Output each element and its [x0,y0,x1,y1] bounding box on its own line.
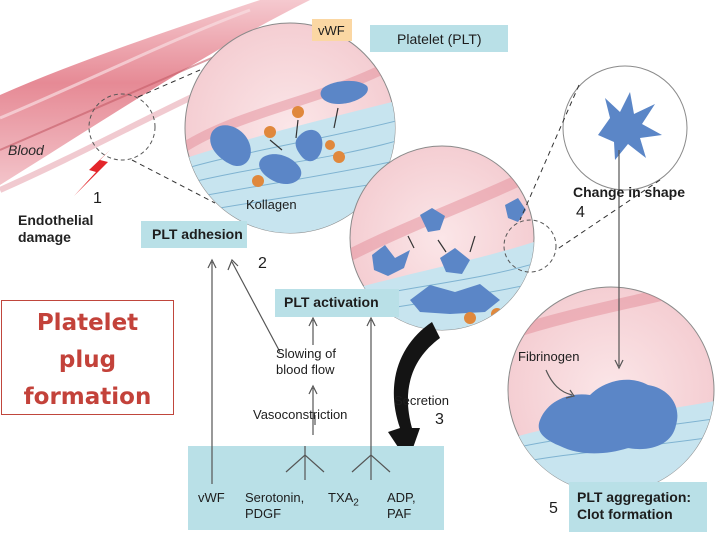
granule-icon [333,151,345,163]
fibrinogen-label: Fibrinogen [518,349,580,364]
endothelial-label: Endothelial damage [18,212,94,245]
damage-bolt-icon [74,138,122,196]
vwf-tag [312,19,352,41]
platelet-cell-icon [505,198,526,222]
title-box: Platelet plug formation [1,300,174,415]
plt-adhesion-label: PLT adhesion [152,226,243,242]
platelet-cell-icon [320,80,368,104]
granule-icon [464,312,476,324]
shape-change-circle [562,65,688,191]
platelet-cell-icon [598,92,662,160]
granule-icon [491,308,503,320]
plt-adhesion-tag [141,221,247,248]
platelet-cell-icon [420,208,445,232]
mediators-panel [188,446,444,530]
slowing-label: Slowing of blood flow [276,346,336,377]
platelet-cell-icon [295,129,323,162]
granule-icon [252,175,264,187]
step-2-label: 2 [258,255,267,272]
blood-label: Blood [8,142,44,158]
step-4-label: 4 [576,204,585,221]
zoom-dash-line [519,84,580,221]
zoom-dash-line [137,69,201,98]
granule-icon [513,295,523,305]
plt-activation-label: PLT activation [284,294,379,310]
serotonin-label: Serotonin, PDGF [245,490,305,521]
txa2-sub: 2 [353,497,359,509]
step-1-label: 1 [93,190,102,207]
plt-aggregation-tag [569,482,707,532]
plt-aggregation-label: PLT aggregation: Clot formation [577,489,692,522]
platelet-cell-icon [538,379,678,454]
secretion-label: Secretion [394,393,449,408]
vasoconstriction-label: Vasoconstriction [253,407,348,422]
vwf-bottom-label: vWF [198,490,225,505]
platelet-tag [370,25,508,52]
damage-zoom-circle [88,93,156,161]
platelet-cell-icon [440,248,470,274]
zoom-dash-line [555,179,661,251]
step-5-label: 5 [549,500,558,517]
shape-zoom-circle [503,219,557,273]
vwf-top-label: vWF [318,23,345,38]
granule-icon [325,140,335,150]
secretion-arrow-icon [388,322,440,462]
platelet-cell-icon [372,245,410,276]
granule-icon [264,126,276,138]
granule-icon [292,106,304,118]
txa2-base: TXA [328,490,354,505]
adp-label: ADP, PAF [387,490,416,521]
change-shape-label: Change in shape [573,184,686,200]
platelet-label: Platelet (PLT) [397,31,482,47]
step-3-label: 3 [435,411,444,428]
platelet-cell-icon [210,125,251,167]
txa2-label: TXA2 [328,490,359,512]
zoom-dash-line [131,159,216,204]
platelet-cell-icon [410,284,500,314]
aggregation-circle [507,286,715,494]
adhesion-circle [184,22,396,234]
platelet-cell-icon [259,154,302,185]
kollagen-label: Kollagen [246,197,297,212]
diagram-title: Platelet plug formation [23,310,152,410]
plt-activation-tag [275,289,399,317]
